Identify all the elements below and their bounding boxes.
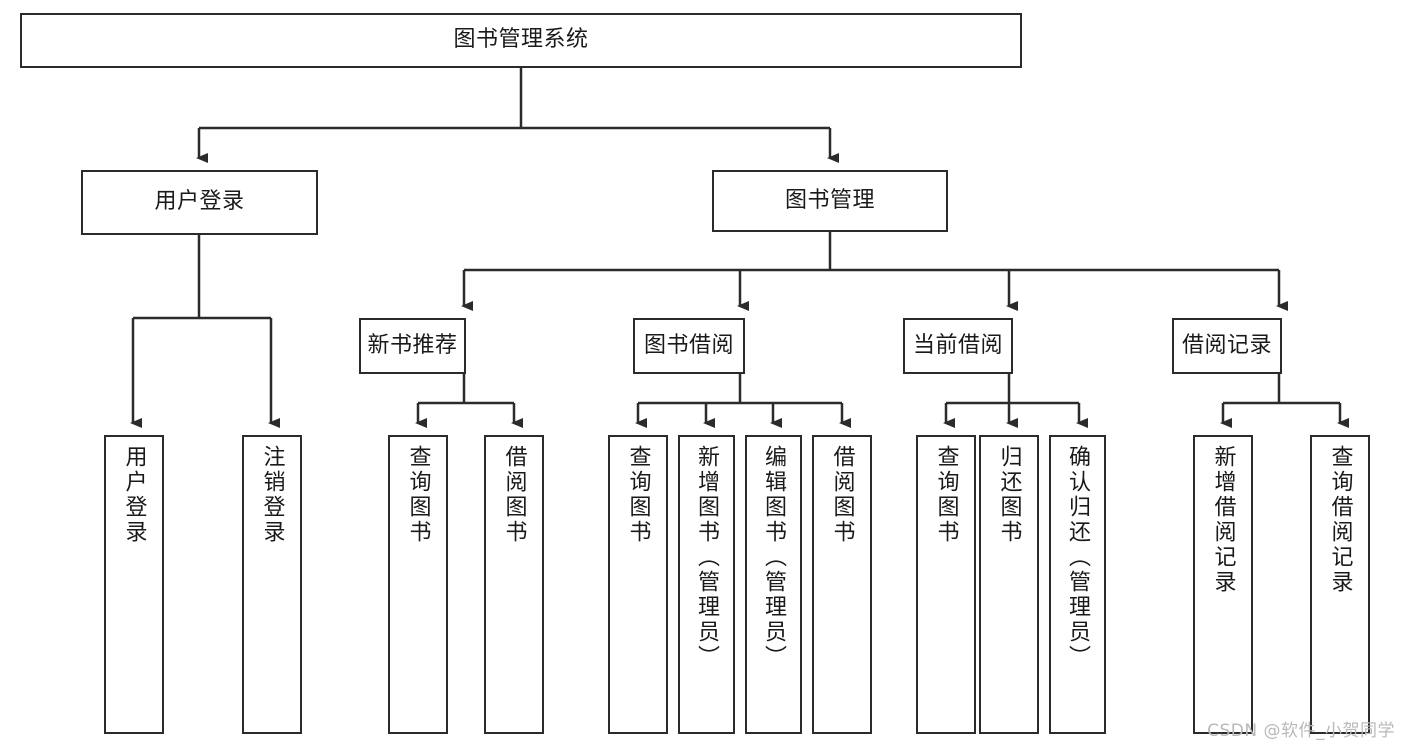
node-leaf-logout-login-label: 注销登录	[259, 445, 285, 545]
node-system-root-label: 图书管理系统	[453, 27, 589, 53]
node-leaf-borrow-book-2-label: 借阅图书	[829, 445, 855, 545]
node-leaf-query-book-1-label: 查询图书	[405, 445, 431, 545]
node-leaf-query-book-3-label: 查询图书	[933, 445, 959, 545]
node-leaf-confirm-return[interactable]: 确认归还（管理员）	[1049, 435, 1106, 734]
node-leaf-confirm-return-label: 确认归还（管理员）	[1065, 445, 1091, 670]
node-leaf-query-record[interactable]: 查询借阅记录	[1310, 435, 1370, 734]
node-leaf-user-login-label: 用户登录	[121, 445, 147, 545]
node-leaf-add-book-label: 新增图书（管理员）	[694, 445, 720, 670]
node-user-login-label: 用户登录	[154, 189, 245, 215]
node-leaf-add-record[interactable]: 新增借阅记录	[1193, 435, 1253, 734]
node-user-login[interactable]: 用户登录	[81, 170, 318, 235]
node-leaf-query-book-1[interactable]: 查询图书	[388, 435, 448, 734]
node-leaf-borrow-book-1-label: 借阅图书	[501, 445, 527, 545]
node-leaf-user-login[interactable]: 用户登录	[104, 435, 164, 734]
node-leaf-logout-login[interactable]: 注销登录	[242, 435, 302, 734]
csdn-watermark: CSDN @软件_小贺同学	[1207, 721, 1395, 741]
node-new-book-recommend-label: 新书推荐	[367, 332, 458, 358]
node-leaf-query-book-2-label: 查询图书	[625, 445, 651, 545]
node-system-root[interactable]: 图书管理系统	[20, 13, 1022, 68]
node-book-manage[interactable]: 图书管理	[712, 170, 948, 232]
node-book-manage-label: 图书管理	[784, 187, 875, 213]
node-new-book-recommend[interactable]: 新书推荐	[359, 318, 466, 374]
node-leaf-edit-book-label: 编辑图书（管理员）	[761, 445, 787, 670]
node-book-borrow[interactable]: 图书借阅	[633, 318, 745, 374]
node-leaf-query-record-label: 查询借阅记录	[1327, 445, 1353, 595]
node-leaf-edit-book[interactable]: 编辑图书（管理员）	[745, 435, 802, 734]
node-leaf-query-book-2[interactable]: 查询图书	[608, 435, 668, 734]
node-leaf-add-record-label: 新增借阅记录	[1210, 445, 1236, 595]
node-book-borrow-label: 图书借阅	[643, 332, 734, 358]
node-leaf-return-book[interactable]: 归还图书	[979, 435, 1039, 734]
node-borrow-record-label: 借阅记录	[1181, 332, 1272, 358]
node-leaf-borrow-book-2[interactable]: 借阅图书	[812, 435, 872, 734]
node-current-borrow-label: 当前借阅	[912, 332, 1003, 358]
node-leaf-borrow-book-1[interactable]: 借阅图书	[484, 435, 544, 734]
node-leaf-return-book-label: 归还图书	[996, 445, 1022, 545]
node-current-borrow[interactable]: 当前借阅	[903, 318, 1013, 374]
node-leaf-add-book[interactable]: 新增图书（管理员）	[678, 435, 735, 734]
node-borrow-record[interactable]: 借阅记录	[1172, 318, 1282, 374]
node-leaf-query-book-3[interactable]: 查询图书	[916, 435, 976, 734]
